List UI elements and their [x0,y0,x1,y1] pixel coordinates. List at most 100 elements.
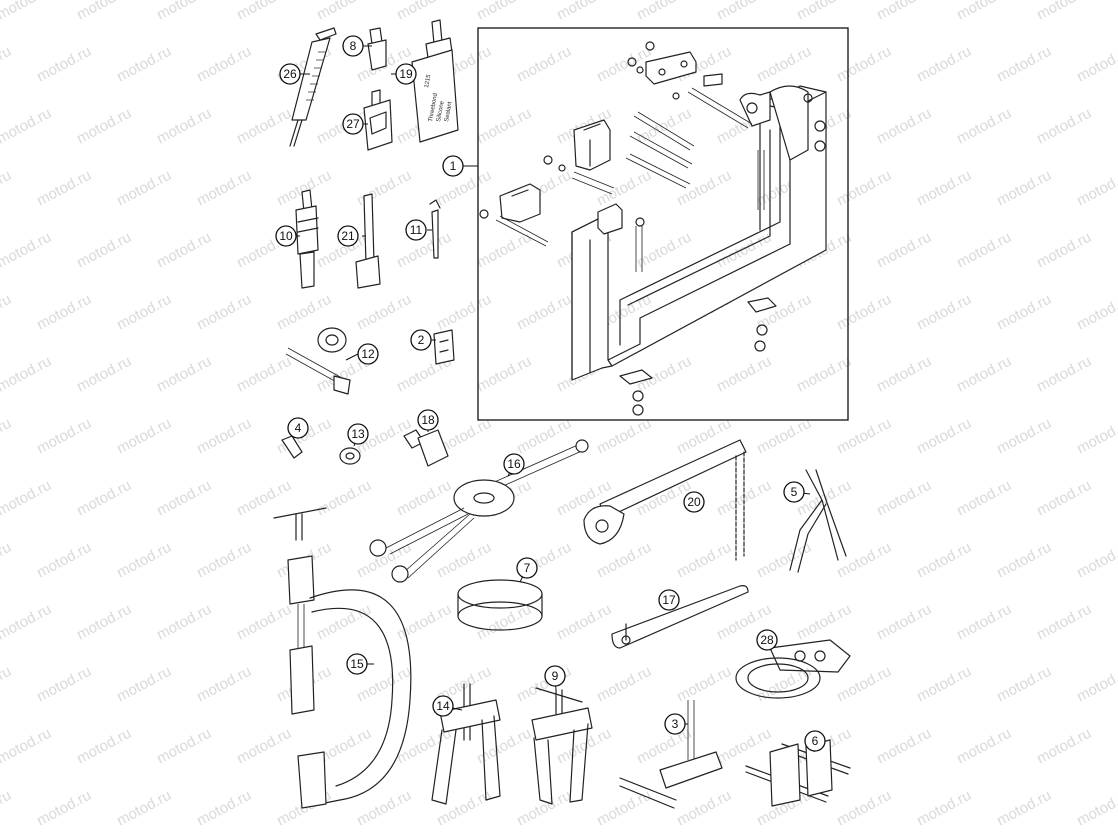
separating-tool [745,739,851,807]
watermark-text: motod.ru [354,167,414,210]
watermark-text: motod.ru [954,601,1014,644]
watermark-text: motod.ru [994,291,1054,334]
callout-28: 28 [756,629,778,651]
svg-text:21: 21 [341,229,355,243]
watermark-text: motod.ru [114,43,174,86]
watermark-text: motod.ru [194,663,254,706]
watermark-text: motod.ru [874,229,934,272]
watermark-text: motod.ru [434,539,494,582]
watermark-text: motod.ru [474,0,534,24]
watermark-text: motod.ru [594,663,654,706]
watermark-text: motod.ru [994,43,1054,86]
watermark-text: motod.ru [34,539,94,582]
watermark-text: motod.ru [1034,105,1094,148]
svg-text:19: 19 [399,67,413,81]
watermark-text: motod.ru [914,167,974,210]
watermark-text: motod.ru [514,43,574,86]
watermark-text: motod.ru [0,787,14,830]
watermark-text: motod.ru [34,663,94,706]
svg-text:11: 11 [410,223,423,237]
watermark-text: motod.ru [514,663,574,706]
compressor-screw-housing [287,555,315,605]
adapter-sleeve [281,435,303,459]
watermark-text: motod.ru [1034,229,1094,272]
watermark-text: motod.ru [154,105,214,148]
callout-11: 11 [405,219,427,241]
tube-label-line-2: Silicone [436,100,446,122]
watermark-text: motod.ru [794,0,854,24]
watermark-text: motod.ru [0,725,54,768]
wrench-ring [453,479,515,517]
watermark-text: motod.ru [74,477,134,520]
syringe-barrel [291,37,331,121]
two-jaw-puller-small [431,683,501,805]
watermark-text: motod.ru [114,291,174,334]
clamp-plate [433,329,455,365]
stand-foot-plate-2 [619,369,653,385]
watermark-text: motod.ru [1034,725,1094,768]
watermark-text: motod.ru [914,415,974,458]
watermark-text: motod.ru [434,291,494,334]
callout-19: 19 [395,63,417,85]
watermark-text: motod.ru [154,477,214,520]
callout-5: 5 [783,481,805,503]
watermark-text: motod.ru [994,539,1054,582]
watermark-text: motod.ru [474,353,534,396]
watermark-text: motod.ru [1074,539,1118,582]
watermark-text: motod.ru [0,477,54,520]
watermark-text: motod.ru [194,787,254,830]
tube-label-line-3: Sealant [444,101,454,122]
watermark-text: motod.ru [0,539,14,582]
watermark-text: motod.ru [874,601,934,644]
callout-20: 20 [683,491,705,513]
watermark-text: motod.ru [954,353,1014,396]
watermark-text: motod.ru [34,43,94,86]
callout-26: 26 [279,63,301,85]
watermark-text: motod.ru [714,0,774,24]
sealant-tube: 1215 Threebond Silicone Sealant [411,19,459,143]
svg-text:15: 15 [350,657,364,671]
watermark-text: motod.ru [0,663,14,706]
drift-tool [355,193,381,289]
thread-lock-bottle [367,27,387,71]
engine-stand-group [477,27,849,421]
watermark-text: motod.ru [154,0,214,24]
watermark-text: motod.ru [0,0,54,24]
watermark-text: motod.ru [234,477,294,520]
watermark-text: motod.ru [754,415,814,458]
watermark-text: motod.ru [954,229,1014,272]
watermark-text: motod.ru [194,291,254,334]
callout-17: 17 [658,589,680,611]
bolt-with-spacer [285,327,351,395]
piston-ring-compressor [457,579,543,631]
watermark-text: motod.ru [834,539,894,582]
watermark-text: motod.ru [0,353,54,396]
callout-14: 14 [432,695,454,717]
svg-text:13: 13 [351,427,365,441]
watermark-text: motod.ru [634,229,694,272]
watermark-text: motod.ru [74,105,134,148]
two-jaw-puller-large [531,687,593,805]
callout-4: 4 [287,417,309,439]
svg-text:26: 26 [283,67,297,81]
watermark-text: motod.ru [194,539,254,582]
watermark-text: motod.ru [1034,477,1094,520]
watermark-text: motod.ru [434,167,494,210]
watermark-text: motod.ru [0,291,14,334]
callout-1: 1 [442,155,464,177]
svg-text:20: 20 [687,495,701,509]
svg-text:8: 8 [350,39,357,53]
liquid-bottle [363,89,393,151]
watermark-text: motod.ru [754,43,814,86]
watermark-text: motod.ru [154,601,214,644]
callout-27: 27 [342,113,364,135]
watermark-text: motod.ru [154,725,214,768]
watermark-text: motod.ru [794,601,854,644]
watermark-text: motod.ru [234,0,294,24]
holding-wrench [369,439,589,583]
watermark-text: motod.ru [834,291,894,334]
grease-syringe [289,27,337,147]
watermark-text: motod.ru [594,415,654,458]
svg-text:16: 16 [507,457,521,471]
